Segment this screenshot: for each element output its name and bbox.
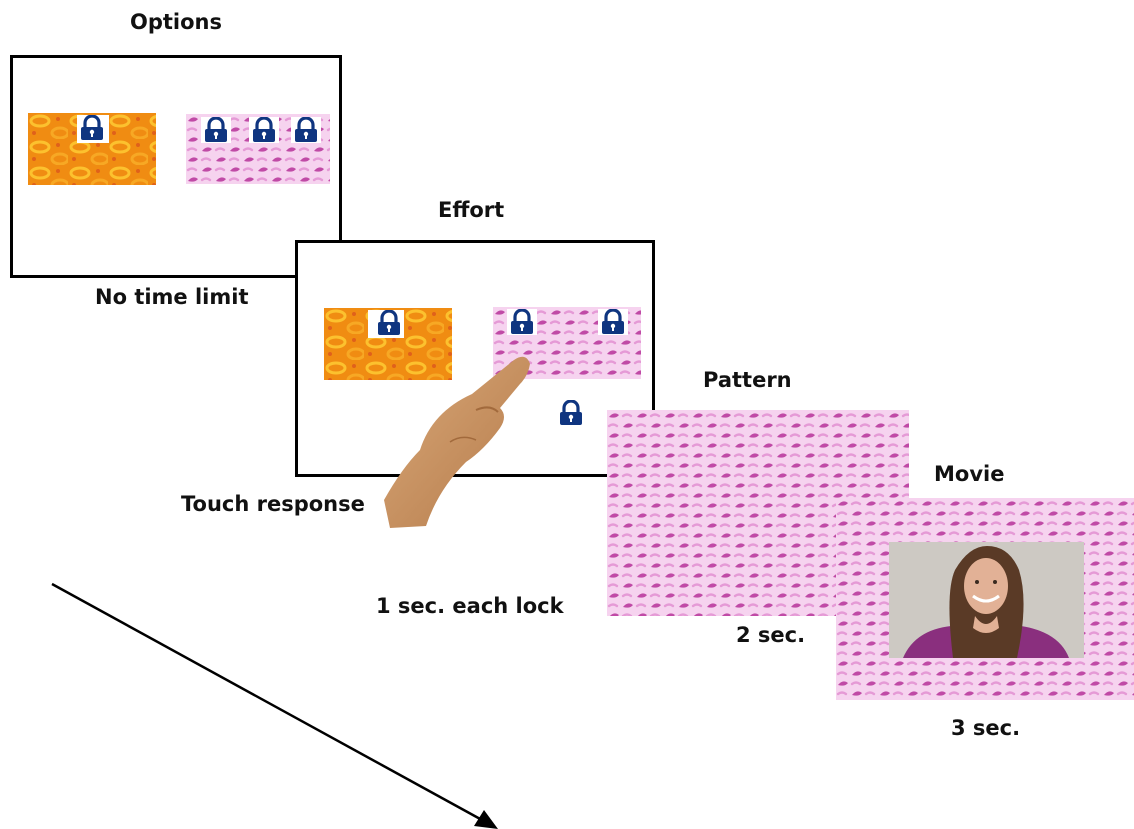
- movie-title: Movie: [934, 462, 1005, 486]
- hand-icon: [384, 356, 530, 528]
- options-screen: [10, 55, 342, 278]
- effort-duration: 1 sec. each lock: [376, 594, 564, 618]
- options-caption: No time limit: [95, 285, 249, 309]
- person-video-image: [889, 542, 1084, 658]
- pattern-title: Pattern: [703, 368, 792, 392]
- effort-title: Effort: [438, 198, 505, 222]
- pattern-duration: 2 sec.: [736, 623, 806, 647]
- movie-duration: 3 sec.: [951, 716, 1021, 740]
- options-title: Options: [130, 10, 222, 34]
- movie-video-frame: [889, 542, 1084, 658]
- effort-caption: Touch response: [181, 492, 365, 516]
